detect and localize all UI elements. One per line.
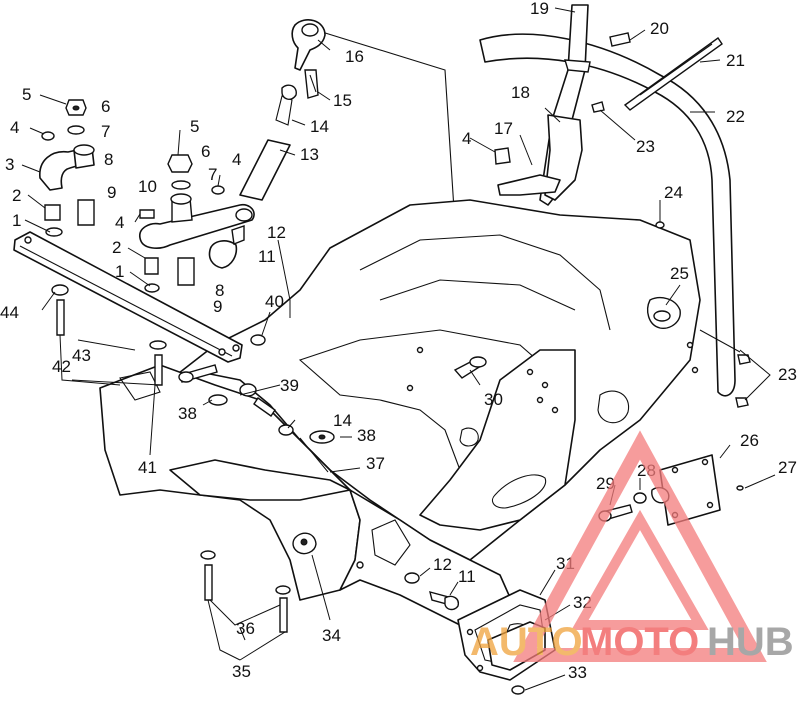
center-hardware xyxy=(208,334,487,444)
callout-8-center: 8 xyxy=(215,281,224,300)
callout-7-center: 7 xyxy=(208,165,217,184)
callout-40: 40 xyxy=(265,292,284,311)
left-bolts xyxy=(51,284,218,386)
callout-2-left: 2 xyxy=(12,186,21,205)
callout-4-center-left: 4 xyxy=(115,213,124,232)
watermark-text-hub: HUB xyxy=(707,620,794,664)
callout-2-center: 2 xyxy=(112,238,121,257)
callout-35: 35 xyxy=(232,662,251,681)
callout-24: 24 xyxy=(664,183,683,202)
callout-26: 26 xyxy=(740,431,759,450)
callout-33: 33 xyxy=(568,663,587,682)
callout-6-center: 6 xyxy=(201,142,210,161)
callout-20: 20 xyxy=(650,19,669,38)
callout-43: 43 xyxy=(72,346,91,365)
callout-19: 19 xyxy=(530,0,549,18)
callout-36: 36 xyxy=(236,619,255,638)
callout-6-left: 6 xyxy=(101,97,110,116)
callout-14-center: 14 xyxy=(333,411,352,430)
callout-5-center: 5 xyxy=(190,117,199,136)
callout-10: 10 xyxy=(138,177,157,196)
steering-support-loop xyxy=(479,33,736,397)
pitman-arm-center xyxy=(139,154,255,293)
bottom-bolts xyxy=(200,550,291,633)
tie-bar-44 xyxy=(13,231,243,363)
callout-41: 41 xyxy=(138,458,157,477)
callout-7-left: 7 xyxy=(101,122,110,141)
callout-16: 16 xyxy=(345,47,364,66)
watermark-inner-triangle-icon xyxy=(571,509,709,630)
watermark-triangle-icon xyxy=(513,430,767,662)
right-hardware xyxy=(494,32,751,408)
steering-post xyxy=(497,4,591,206)
callout-1-left: 1 xyxy=(12,211,21,230)
callout-23-top: 23 xyxy=(636,137,655,156)
callout-3: 3 xyxy=(5,155,14,174)
callout-22: 22 xyxy=(726,107,745,126)
callout-5-left: 5 xyxy=(22,85,31,104)
callout-38-left: 38 xyxy=(178,404,197,423)
callout-27: 27 xyxy=(778,458,797,477)
tie-rod-21 xyxy=(623,37,723,111)
callout-42: 42 xyxy=(52,357,71,376)
chassis-bulkhead xyxy=(99,31,701,641)
callout-18: 18 xyxy=(511,83,530,102)
callout-1-center: 1 xyxy=(115,262,124,281)
callout-38-center: 38 xyxy=(357,426,376,445)
leader-lines xyxy=(21,7,776,691)
callout-15: 15 xyxy=(333,91,352,110)
steering-link-assembly xyxy=(239,19,326,201)
watermark-text-moto: MOTO xyxy=(580,620,699,664)
callout-8-left: 8 xyxy=(104,150,113,169)
callout-4-center-right: 4 xyxy=(232,150,241,169)
callout-17: 17 xyxy=(494,119,513,138)
callout-12-bottom: 12 xyxy=(433,555,452,574)
callout-23-right: 23 xyxy=(778,365,797,384)
callout-9-left: 9 xyxy=(107,183,116,202)
callout-11-top: 11 xyxy=(258,247,276,266)
lower-hardware xyxy=(292,532,459,611)
watermark-logo: AUTO MOTO HUB xyxy=(470,430,794,664)
watermark-text-auto: AUTO xyxy=(470,620,583,664)
callout-13: 13 xyxy=(300,145,319,164)
callout-11-bottom: 11 xyxy=(458,567,476,586)
callout-25: 25 xyxy=(670,264,689,283)
callout-37: 37 xyxy=(366,454,385,473)
callout-21: 21 xyxy=(726,51,745,70)
callout-12-top: 12 xyxy=(267,223,286,242)
callout-4-mid: 4 xyxy=(462,129,471,148)
callout-44: 44 xyxy=(0,303,19,322)
callout-14-top: 14 xyxy=(310,117,329,136)
pitman-arm-left xyxy=(39,99,95,237)
callout-4-left: 4 xyxy=(10,118,19,137)
callout-9-center: 9 xyxy=(213,297,222,316)
callout-30: 30 xyxy=(484,390,503,409)
callout-34: 34 xyxy=(322,626,341,645)
callout-39: 39 xyxy=(280,376,299,395)
